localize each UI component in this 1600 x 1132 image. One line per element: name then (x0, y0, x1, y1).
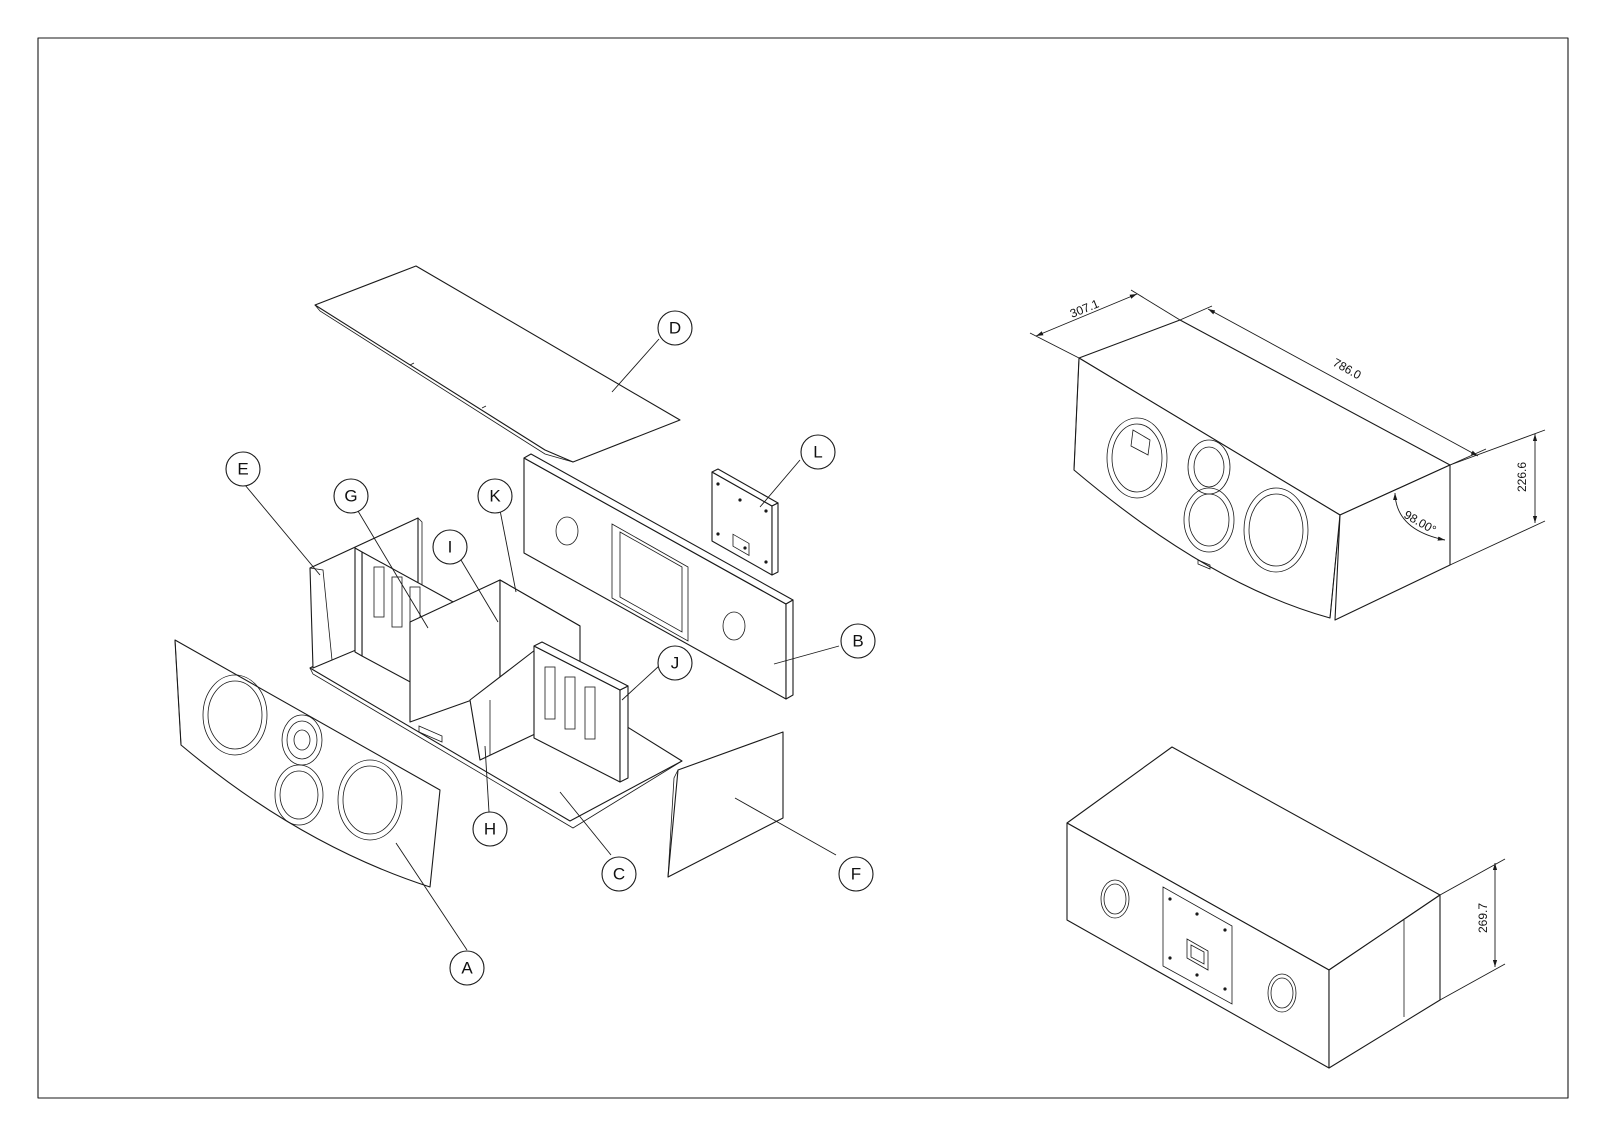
callout-c: C (601, 856, 637, 892)
callout-l-label: L (813, 443, 822, 462)
part-a-front-baffle (174, 639, 441, 888)
exploded-view: D L B E G I K J (174, 265, 876, 986)
callout-g: G (333, 478, 369, 514)
callout-b: B (840, 623, 876, 659)
part-d-top-panel (314, 265, 681, 463)
callout-d: D (657, 310, 693, 346)
callout-d-label: D (669, 319, 681, 338)
callout-f-label: F (851, 865, 861, 884)
dimension-rear-height-value: 269.7 (1476, 903, 1490, 933)
callout-h-label: H (484, 820, 496, 839)
callout-i: I (432, 529, 468, 565)
dimension-rear-height: 269.7 (1439, 858, 1506, 1001)
callout-j-label: J (671, 654, 680, 673)
callout-b-label: B (852, 632, 863, 651)
callout-k: K (477, 478, 513, 514)
dimension-depth-value: 307.1 (1068, 296, 1101, 320)
leader-lines (244, 338, 840, 951)
callout-a-label: A (461, 959, 473, 978)
drawing-border (37, 37, 1569, 1099)
assembled-rear-view: 269.7 (1066, 746, 1506, 1069)
part-l-terminal-plate (711, 468, 779, 576)
callout-e-label: E (237, 460, 248, 479)
callout-l: L (800, 434, 836, 470)
callout-e: E (225, 451, 261, 487)
dimension-front-height: 226.6 (1449, 429, 1546, 566)
callout-h: H (472, 811, 508, 847)
dimension-front-height-value: 226.6 (1515, 462, 1529, 492)
callout-f: F (838, 856, 874, 892)
callout-k-label: K (489, 487, 501, 506)
callout-g-label: G (344, 487, 357, 506)
callout-i-label: I (448, 538, 453, 557)
part-f-end-panel (667, 731, 784, 878)
part-c-base-assembly (309, 517, 683, 829)
callout-j: J (657, 645, 693, 681)
callout-a: A (449, 950, 485, 986)
assembled-front-view: 307.1 786.0 226.6 98.00° (1029, 289, 1546, 621)
callout-c-label: C (613, 865, 625, 884)
part-b-back-panel (523, 453, 794, 700)
